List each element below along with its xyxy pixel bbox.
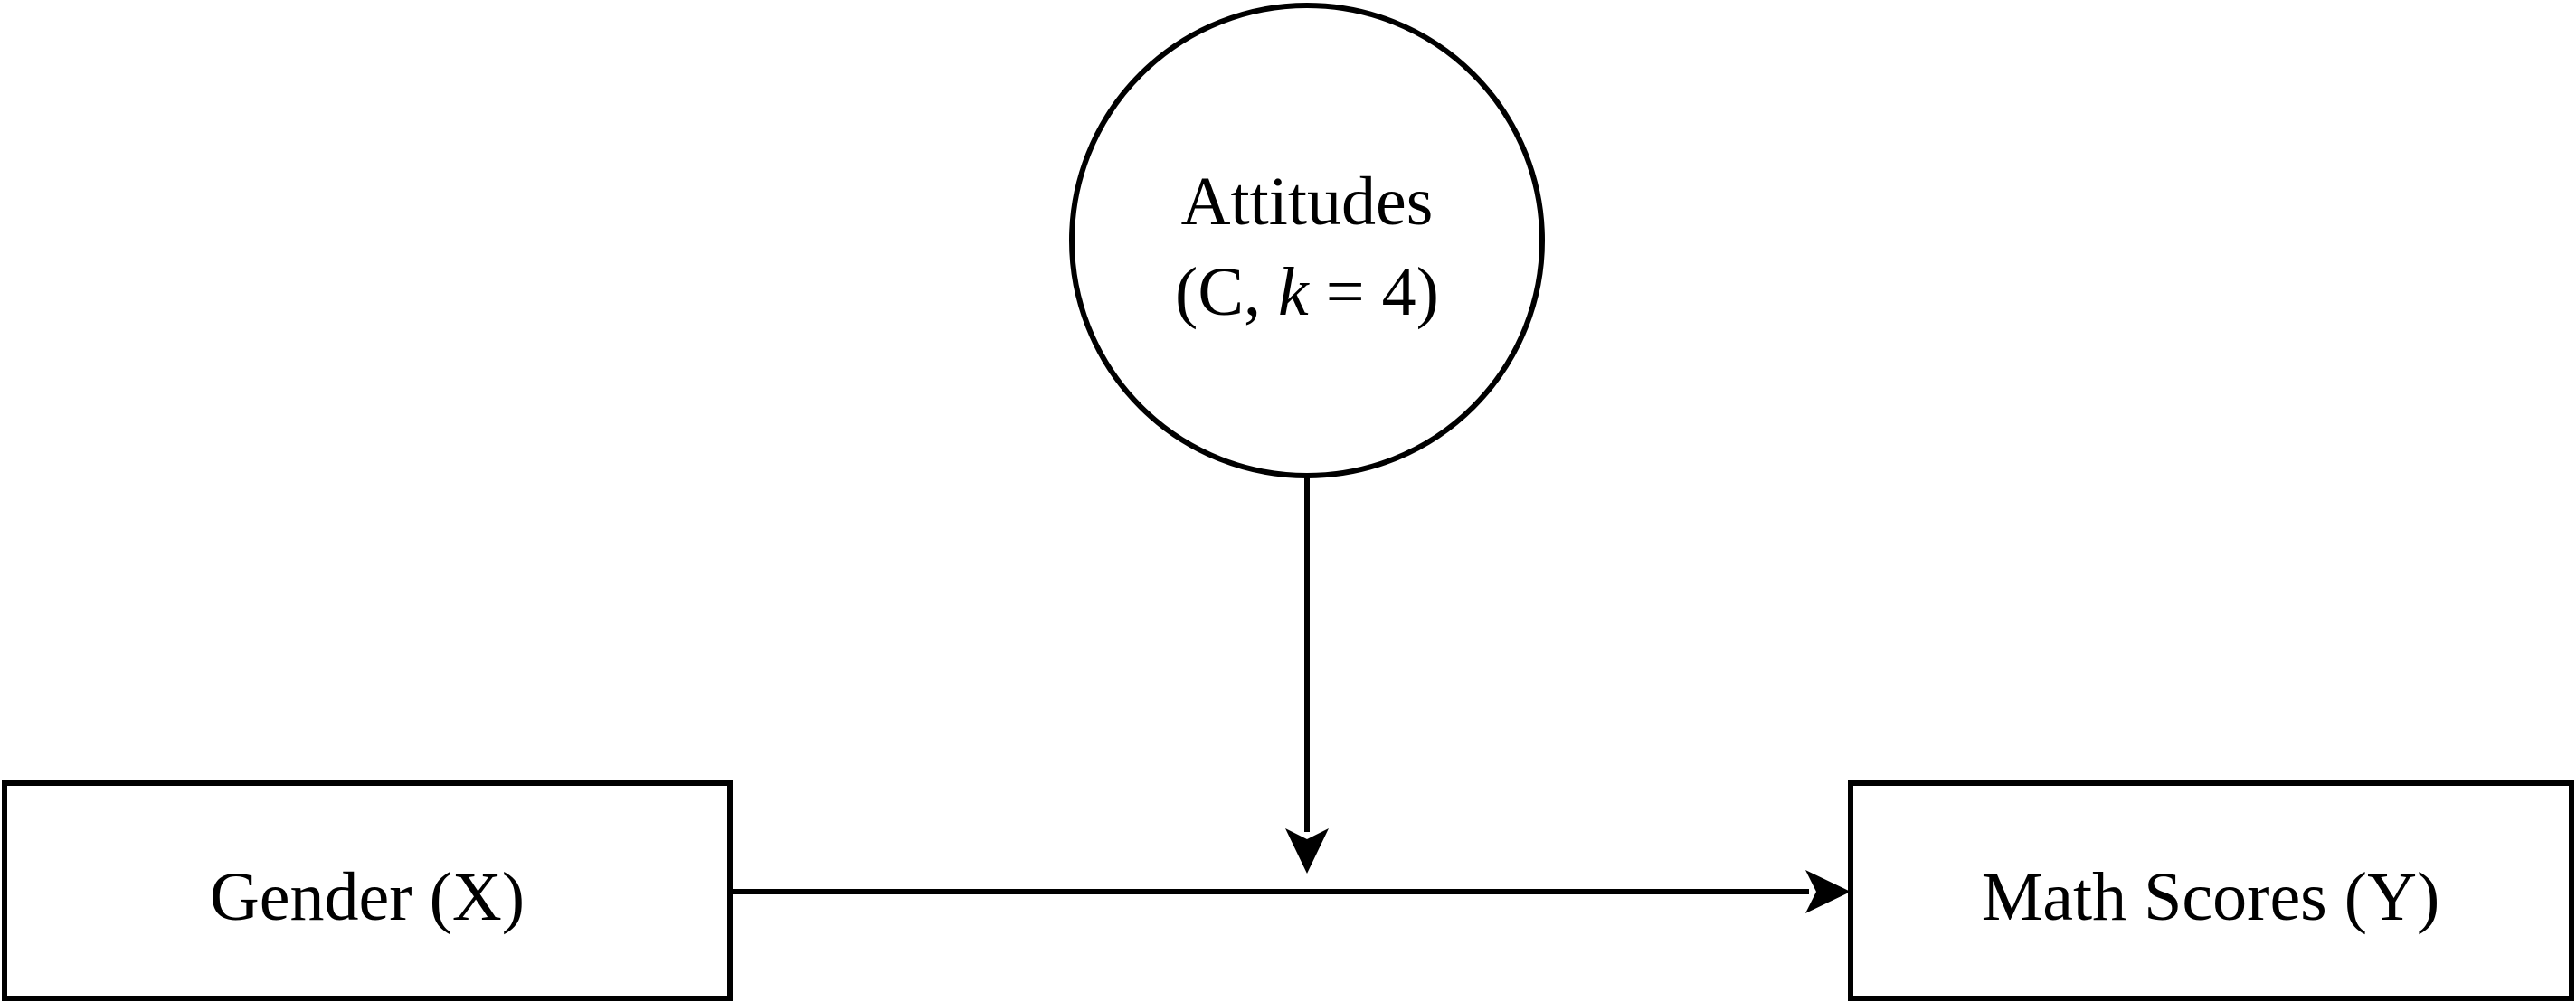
predictor-box xyxy=(2,780,733,1001)
outcome-box xyxy=(1848,780,2574,1001)
moderator-label-variable: k xyxy=(1278,254,1310,330)
moderator-label-suffix: = 4) xyxy=(1309,254,1439,330)
moderator-label-line1: Attitudes xyxy=(1181,164,1434,240)
predictor-node: Gender (X) xyxy=(2,780,733,1001)
path-moderator-arrowhead xyxy=(1285,828,1329,874)
outcome-label: Math Scores (Y) xyxy=(1982,859,2440,935)
predictor-label: Gender (X) xyxy=(210,859,525,935)
path-x-to-y xyxy=(733,870,1851,913)
path-moderator xyxy=(1285,476,1329,874)
outcome-node: Math Scores (Y) xyxy=(1848,780,2574,1001)
path-x-to-y-arrowhead xyxy=(1805,870,1851,913)
moderator-label-prefix: (C, xyxy=(1175,254,1278,330)
moderator-node: Attitudes (C, k = 4) xyxy=(1069,3,1545,478)
moderator-label-line2: (C, k = 4) xyxy=(1175,254,1439,330)
moderator-circle xyxy=(1069,3,1545,478)
